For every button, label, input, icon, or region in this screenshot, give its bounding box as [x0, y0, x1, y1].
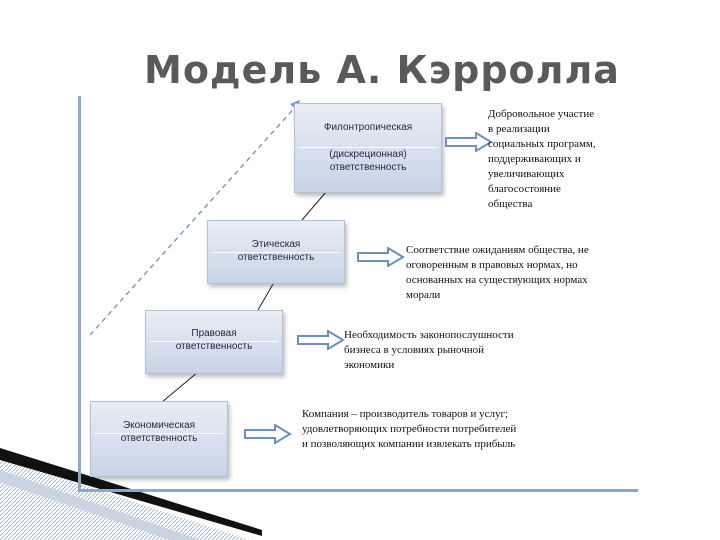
- box-label: ответственность: [237, 252, 315, 263]
- box-label: ответственность: [120, 433, 198, 444]
- connector-2-3: [257, 283, 274, 311]
- right-arrow-icon: [244, 424, 292, 444]
- philanthropic-description: Добровольное участие в реализации социал…: [488, 108, 596, 210]
- box-label: ответственность: [175, 341, 253, 352]
- philanthropic-responsibility-box: Филонтропическая (дискреционная) ответст…: [294, 103, 442, 193]
- ethical-description: Соответствие ожиданиям общества, не огов…: [406, 244, 589, 301]
- ethical-responsibility-box: Этическая ответственность: [207, 220, 345, 284]
- economic-responsibility-box: Экономическая ответственность: [90, 401, 228, 477]
- connector-1-2: [161, 371, 199, 403]
- growth-dashed-line: [89, 103, 299, 336]
- economic-description: Компания – производитель товаров и услуг…: [302, 408, 517, 450]
- box-label: ответственность: [329, 162, 407, 173]
- right-arrow-icon: [357, 247, 405, 267]
- connector-3-4: [301, 191, 327, 221]
- right-arrow-icon: [297, 330, 345, 350]
- right-arrow-icon: [445, 132, 493, 152]
- legal-responsibility-box: Правовая ответственность: [145, 310, 283, 374]
- box-label: Филонтропическая: [323, 122, 413, 133]
- slide-title: Модель А. Кэрролла: [144, 48, 620, 92]
- horizontal-axis: [78, 489, 638, 492]
- box-label: Этическая: [251, 239, 301, 250]
- legal-description: Необходимость законопослушности бизнеса …: [344, 329, 514, 371]
- box-label: Экономическая: [122, 420, 196, 431]
- box-label: (дискреционная): [329, 149, 407, 160]
- box-label: Правовая: [191, 328, 237, 339]
- vertical-axis: [78, 96, 81, 490]
